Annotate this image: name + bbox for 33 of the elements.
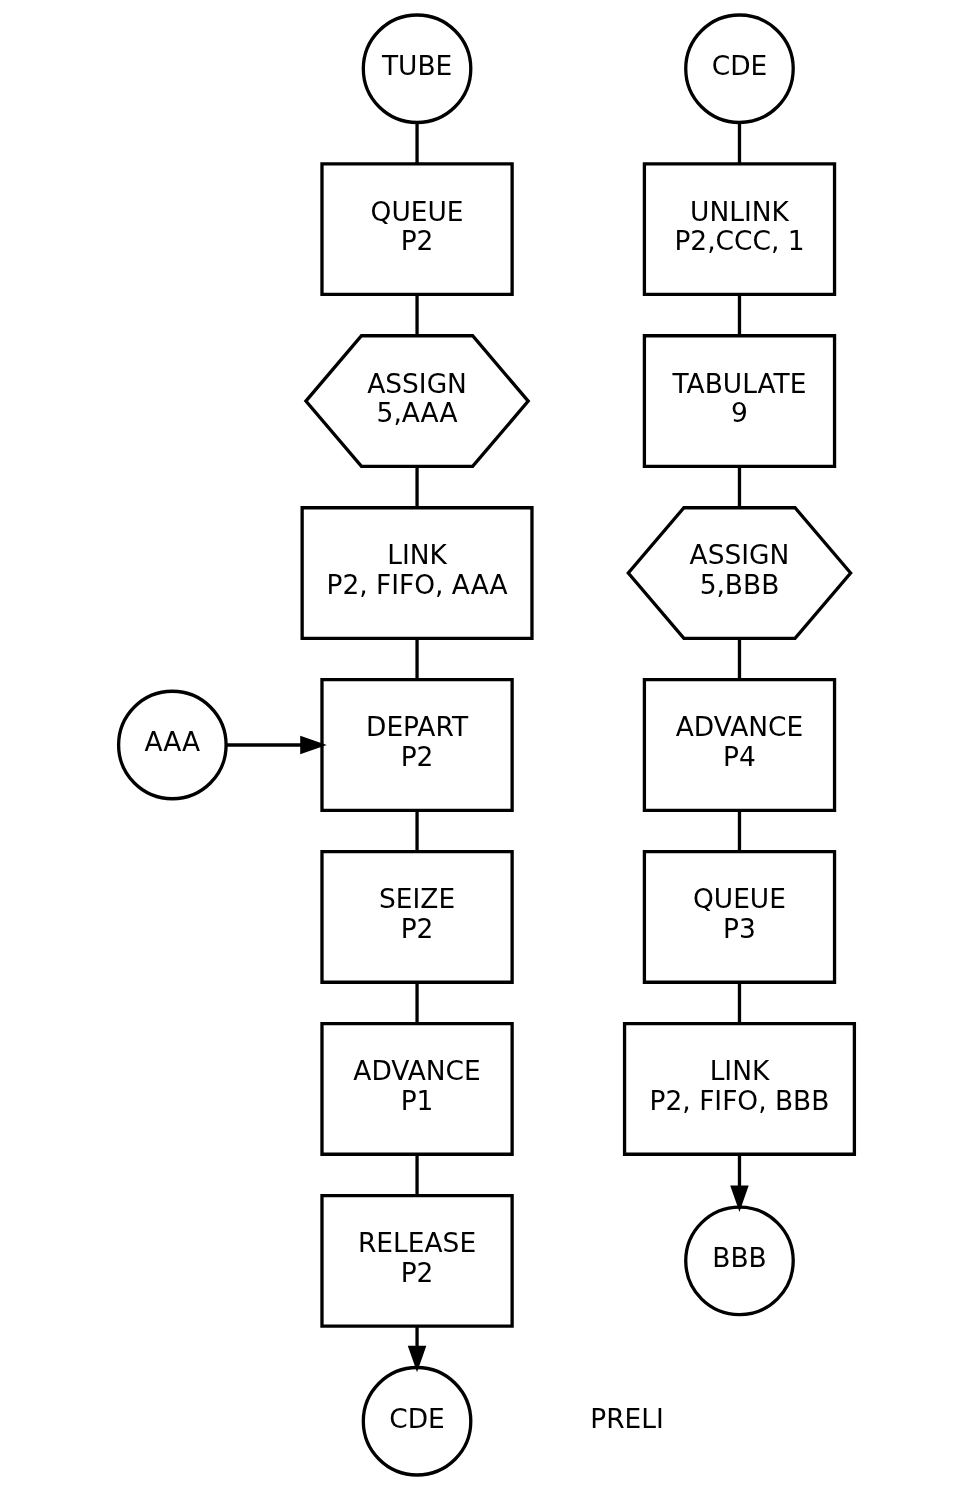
arrow	[225, 735, 327, 755]
node-box: SEIZE P2	[319, 850, 514, 984]
node-box: UNLINK P2,CCC, 1	[642, 162, 836, 297]
node-circle: BBB	[683, 1205, 795, 1317]
connector	[414, 810, 419, 852]
node-box: ADVANCE P1	[319, 1021, 514, 1156]
node-circle: TUBE	[361, 13, 472, 125]
connector	[414, 466, 419, 508]
node-circle: CDE	[683, 13, 795, 125]
node-box: LINK P2, FIFO, AAA	[300, 506, 534, 640]
connector	[737, 982, 741, 1024]
arrow	[407, 1326, 426, 1373]
node-box: QUEUE P2	[319, 162, 514, 297]
connector	[737, 466, 741, 508]
connector	[737, 122, 741, 164]
node-box: TABULATE 9	[642, 334, 836, 469]
node-box: QUEUE P3	[642, 850, 836, 984]
connector	[414, 294, 419, 336]
node-box: RELEASE P2	[319, 1193, 514, 1328]
node-box: LINK P2, FIFO, BBB	[622, 1021, 856, 1156]
connector	[737, 638, 741, 680]
connector	[414, 122, 419, 164]
node-box: DEPART P2	[319, 678, 514, 812]
node-circle: CDE	[361, 1365, 472, 1477]
connector	[737, 294, 741, 336]
label: PRELI	[589, 1402, 664, 1434]
connector	[414, 1154, 419, 1196]
arrow	[729, 1154, 749, 1212]
connector	[414, 638, 419, 680]
connector	[737, 810, 741, 852]
node-circle: AAA	[116, 689, 228, 801]
connector	[414, 982, 419, 1024]
node-box: ADVANCE P4	[642, 678, 836, 812]
